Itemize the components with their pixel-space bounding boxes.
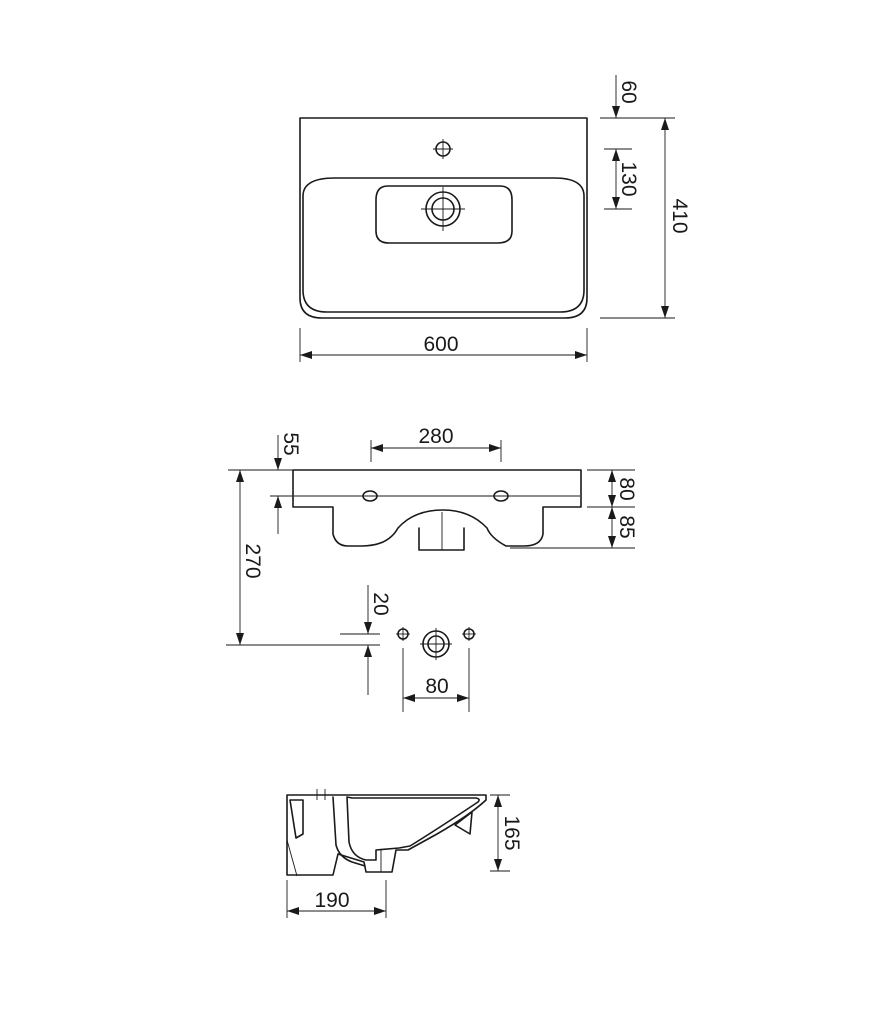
dim-280-label: 280 <box>418 425 453 448</box>
side-view: 165 190 <box>286 789 523 918</box>
dim-600-label: 600 <box>423 333 458 356</box>
dim-165-label: 165 <box>500 815 523 850</box>
top-view: 60 130 410 600 <box>299 75 691 362</box>
wall-drain-icon <box>420 628 452 660</box>
side-overflow-channel <box>332 796 366 867</box>
side-overflow-slot <box>454 811 473 835</box>
dim-190-label: 190 <box>314 889 349 912</box>
side-outline <box>286 794 487 876</box>
wall-hole-left-icon <box>396 627 410 641</box>
side-wall-cavity <box>289 799 304 839</box>
front-outline <box>292 469 582 547</box>
dim-55-label: 55 <box>279 432 302 455</box>
dim-80-label: 80 <box>615 477 638 500</box>
dim-60-label: 60 <box>617 80 640 103</box>
front-view: 280 55 80 85 270 <box>226 425 638 646</box>
mounting-hole-left-icon <box>361 490 379 502</box>
dim-410-label: 410 <box>668 198 691 233</box>
drain-pipe <box>418 527 465 551</box>
dim-270-label: 270 <box>241 543 264 578</box>
dim-80-holes-label: 80 <box>425 675 448 698</box>
overflow-plate <box>375 185 513 244</box>
dim-20-label: 20 <box>369 592 392 615</box>
side-bowl-inner <box>346 796 480 861</box>
mounting-hole-right-icon <box>492 490 510 502</box>
tap-hole-icon <box>433 139 453 159</box>
basin-inner-rim <box>302 177 585 313</box>
drain-icon <box>421 187 465 231</box>
hole-detail-view: 20 80 <box>340 585 476 712</box>
dim-130-label: 130 <box>617 161 640 196</box>
basin-outline <box>299 117 588 319</box>
wall-hole-right-icon <box>462 627 476 641</box>
dim-85-label: 85 <box>615 515 638 538</box>
